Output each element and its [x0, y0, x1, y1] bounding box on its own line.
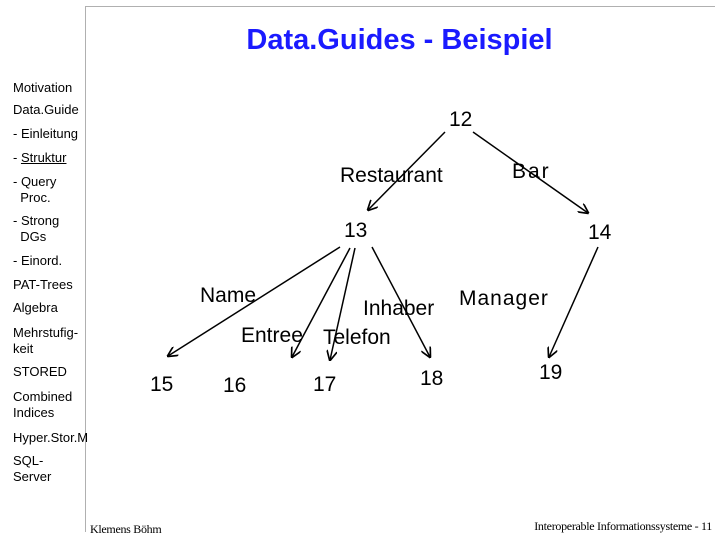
nav-einleitung-label: - Einleitung	[13, 126, 79, 141]
nav-sql[interactable]: SQL-Server	[13, 453, 51, 485]
edge-label-restaurant: Restaurant	[340, 164, 443, 187]
footer-author: Klemens Böhm	[90, 522, 162, 536]
edge-12-14	[472, 131, 588, 213]
nav-mehrstufig-label: keit	[13, 341, 34, 356]
edge-12-13	[368, 131, 446, 210]
node-17: 17	[313, 373, 336, 396]
nav-strong-label: DGs	[13, 229, 47, 244]
nav-motivation[interactable]: Motivation	[13, 80, 72, 96]
footer-course: Interoperable Informationssysteme - 11	[534, 519, 712, 533]
node-13: 13	[344, 219, 367, 242]
nav-motivation-label: Motivation	[13, 80, 73, 95]
edge-14-19	[549, 246, 599, 357]
nav-einord-label: - Einord.	[13, 253, 63, 268]
nav-dataguide[interactable]: Data.Guide	[13, 102, 79, 118]
edge-label-name: Name	[200, 284, 256, 307]
node-12: 12	[449, 108, 472, 131]
edge-13-17	[330, 247, 356, 360]
nav-sql-label: Server	[13, 469, 52, 484]
edge-13-16	[292, 247, 351, 357]
node-16: 16	[223, 374, 246, 397]
nav-mehrstufig[interactable]: Mehrstufig-keit	[13, 325, 78, 357]
node-19: 19	[539, 361, 562, 384]
nav-stored[interactable]: STORED	[13, 364, 67, 380]
nav-struktur-label: - Struktur	[13, 150, 67, 165]
nav-query-label: - Query	[13, 174, 57, 189]
nav-dataguide-label: Data.Guide	[13, 102, 79, 117]
node-14: 14	[588, 221, 612, 244]
nav-mehrstufig-label: Mehrstufig-	[13, 325, 79, 340]
slide-frame	[85, 6, 715, 532]
node-18: 18	[420, 367, 443, 390]
nav-einleitung[interactable]: - Einleitung	[13, 126, 78, 142]
nav-algebra-label: Algebra	[13, 300, 58, 315]
edge-13-18	[371, 246, 430, 357]
edge-13-15	[168, 246, 341, 356]
nav-sql-label: SQL-	[13, 453, 44, 468]
edge-label-bar: Bar	[512, 160, 551, 183]
nav-query-label: Proc.	[13, 190, 51, 205]
nav-struktur[interactable]: - Struktur	[13, 150, 66, 166]
node-15: 15	[150, 373, 173, 396]
nav-query[interactable]: - Query Proc.	[13, 174, 56, 206]
nav-stored-label: STORED	[13, 364, 67, 379]
edge-label-inhaber: Inhaber	[363, 297, 434, 320]
nav-hyperstor[interactable]: Hyper.Stor.M	[13, 430, 88, 446]
nav-strong-label: - Strong	[13, 213, 60, 228]
edge-label-telefon: Telefon	[323, 326, 391, 349]
nav-pat-label: PAT-Trees	[13, 277, 73, 292]
edge-label-manager: Manager	[459, 287, 549, 310]
nav-combined-label: Indices	[13, 405, 55, 420]
nav-strong[interactable]: - Strong DGs	[13, 213, 59, 245]
nav-einord[interactable]: - Einord.	[13, 253, 62, 269]
slide-title: Data.Guides - Beispiel	[246, 24, 553, 56]
nav-combined-label: Combined	[13, 389, 73, 404]
nav-algebra[interactable]: Algebra	[13, 300, 58, 316]
edge-label-entree: Entree	[241, 324, 303, 347]
nav-pat[interactable]: PAT-Trees	[13, 277, 73, 293]
nav-hyperstor-label: Hyper.Stor.M	[13, 430, 89, 445]
